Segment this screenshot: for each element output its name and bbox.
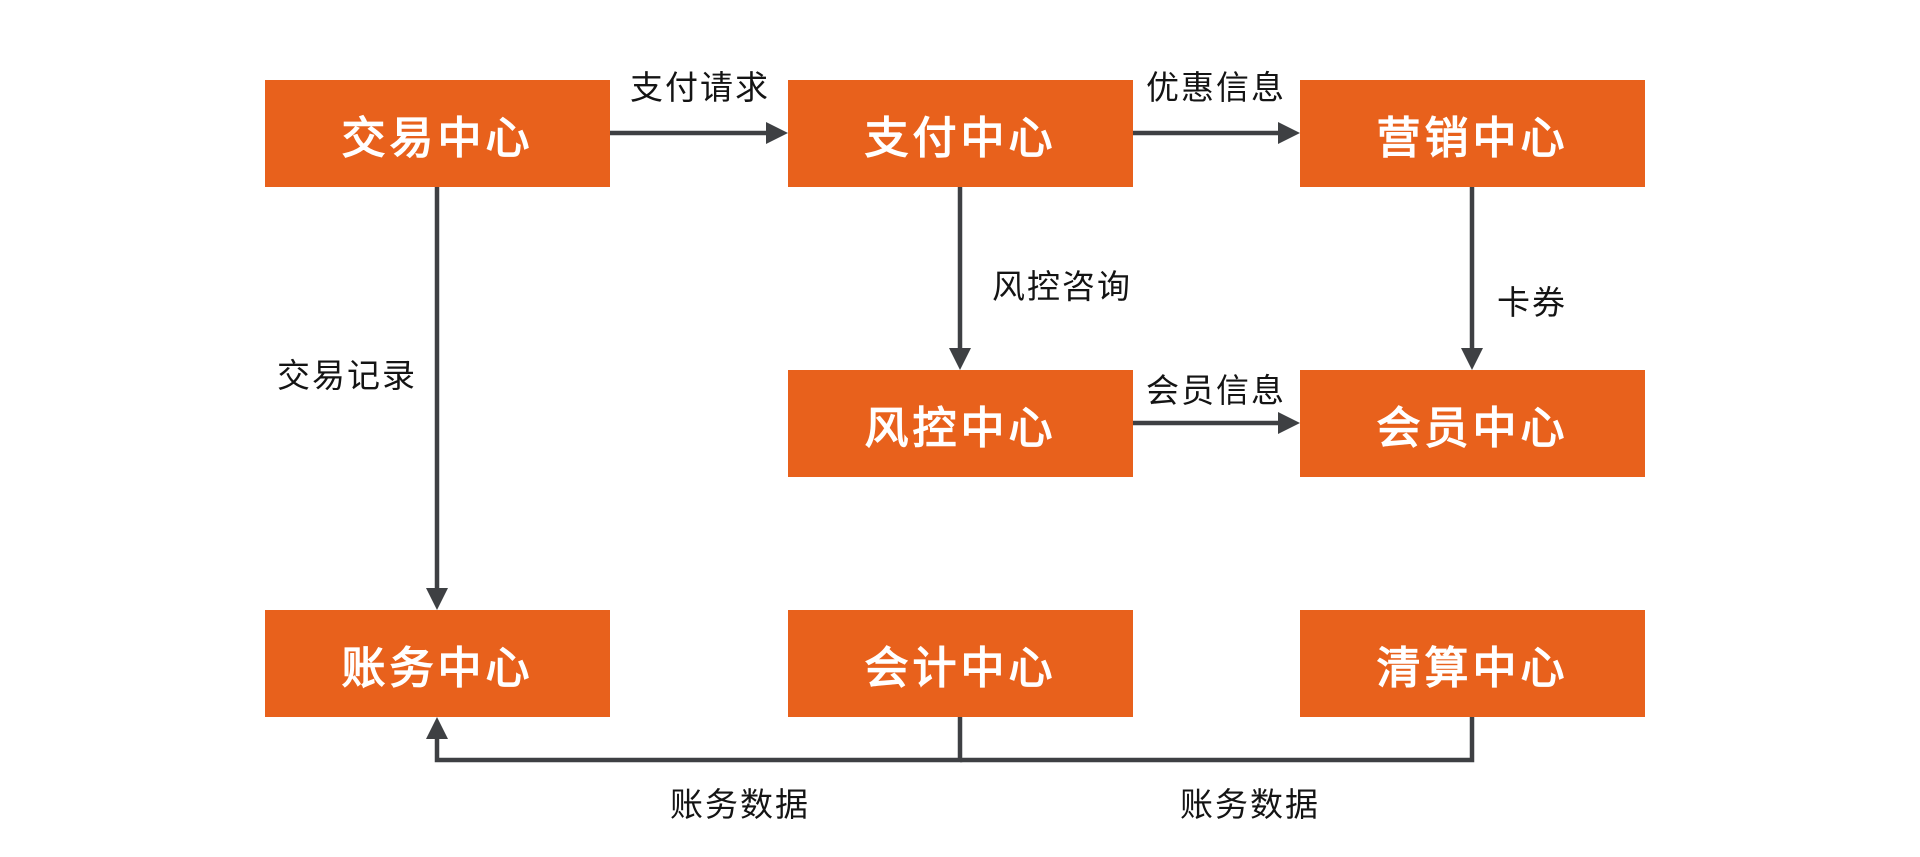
edge-marketing-member-arrowhead [1461,348,1483,370]
node-clearing-center-label: 清算中心 [1376,643,1569,693]
node-accounting-center-label: 会计中心 [864,643,1057,693]
edge-label-promo-info: 优惠信息 [1146,69,1286,106]
node-marketing-center-label: 营销中心 [1376,113,1569,163]
node-trade-center-label: 交易中心 [341,113,534,163]
edge-label-billing-data-left: 账务数据 [670,786,810,823]
node-clearing-center: 清算中心 [1300,610,1645,717]
node-marketing-center: 营销中心 [1300,80,1645,187]
node-accounting-center: 会计中心 [788,610,1133,717]
node-billing-center: 账务中心 [265,610,610,717]
edge-clearing-billing-line [960,717,1475,763]
node-risk-center-label: 风控中心 [864,403,1057,453]
edge-label-member-info: 会员信息 [1146,372,1286,409]
node-member-center-label: 会员中心 [1376,403,1569,453]
edge-label-trade-record: 交易记录 [277,357,417,394]
edge-label-risk-consult: 风控咨询 [992,268,1132,305]
edge-trade-payment-arrowhead [766,122,788,144]
node-payment-center: 支付中心 [788,80,1133,187]
edge-label-coupon: 卡券 [1497,284,1567,321]
node-billing-center-label: 账务中心 [341,643,534,693]
node-risk-center: 风控中心 [788,370,1133,477]
node-member-center: 会员中心 [1300,370,1645,477]
edge-label-billing-data-right: 账务数据 [1180,786,1320,823]
edge-payment-risk-arrowhead [949,348,971,370]
node-trade-center: 交易中心 [265,80,610,187]
edge-accounting-billing-line [434,717,963,763]
edge-billing-up-arrowhead [426,717,448,739]
edge-label-pay-request: 支付请求 [630,69,770,106]
edge-trade-billing-arrowhead [426,588,448,610]
edge-risk-member-arrowhead [1278,412,1300,434]
edge-payment-marketing-arrowhead [1278,122,1300,144]
node-payment-center-label: 支付中心 [864,113,1057,163]
